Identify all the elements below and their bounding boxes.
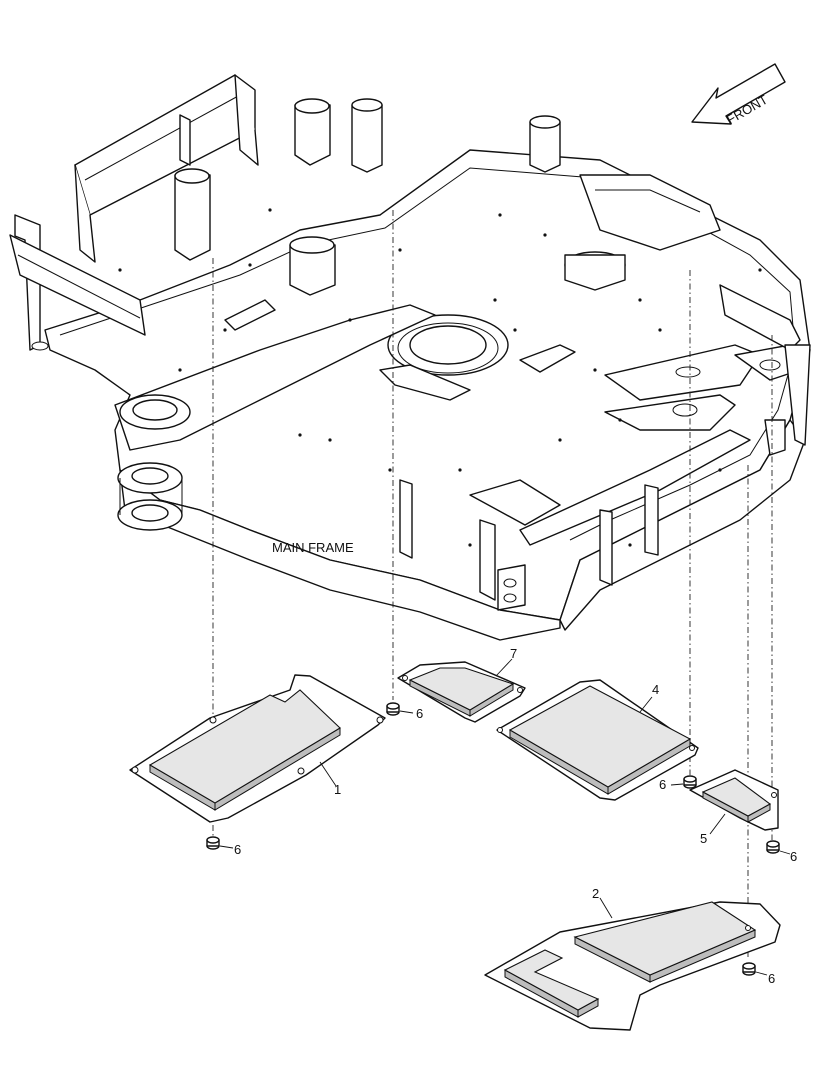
bolt-a	[206, 836, 220, 850]
callout-1: 1	[334, 782, 341, 797]
main-frame	[9, 74, 811, 641]
main-frame-label: MAIN FRAME	[272, 540, 354, 555]
part-5-cover	[689, 769, 779, 831]
callout-7: 7	[510, 646, 517, 661]
bolt-e	[742, 962, 756, 976]
alignment-lines	[212, 210, 773, 960]
callout-4: 4	[652, 682, 659, 697]
bolt-d	[766, 840, 780, 854]
part-1-cover	[129, 674, 386, 823]
part-7-cover	[397, 661, 526, 723]
callout-2: 2	[592, 886, 599, 901]
callout-5: 5	[700, 831, 707, 846]
front-arrow: FRONT	[691, 63, 786, 127]
bolt-c	[683, 775, 697, 789]
bolt-b	[386, 702, 400, 716]
callouts: 1 2 4 5 7 6 6 6 6 6	[219, 646, 797, 986]
part-4-cover	[496, 679, 699, 801]
callout-6-e: 6	[768, 971, 775, 986]
callout-6-d: 6	[790, 849, 797, 864]
callout-6-b: 6	[416, 706, 423, 721]
part-2-cover	[484, 901, 781, 1031]
callout-6-a: 6	[234, 842, 241, 857]
callout-6-c: 6	[659, 777, 666, 792]
